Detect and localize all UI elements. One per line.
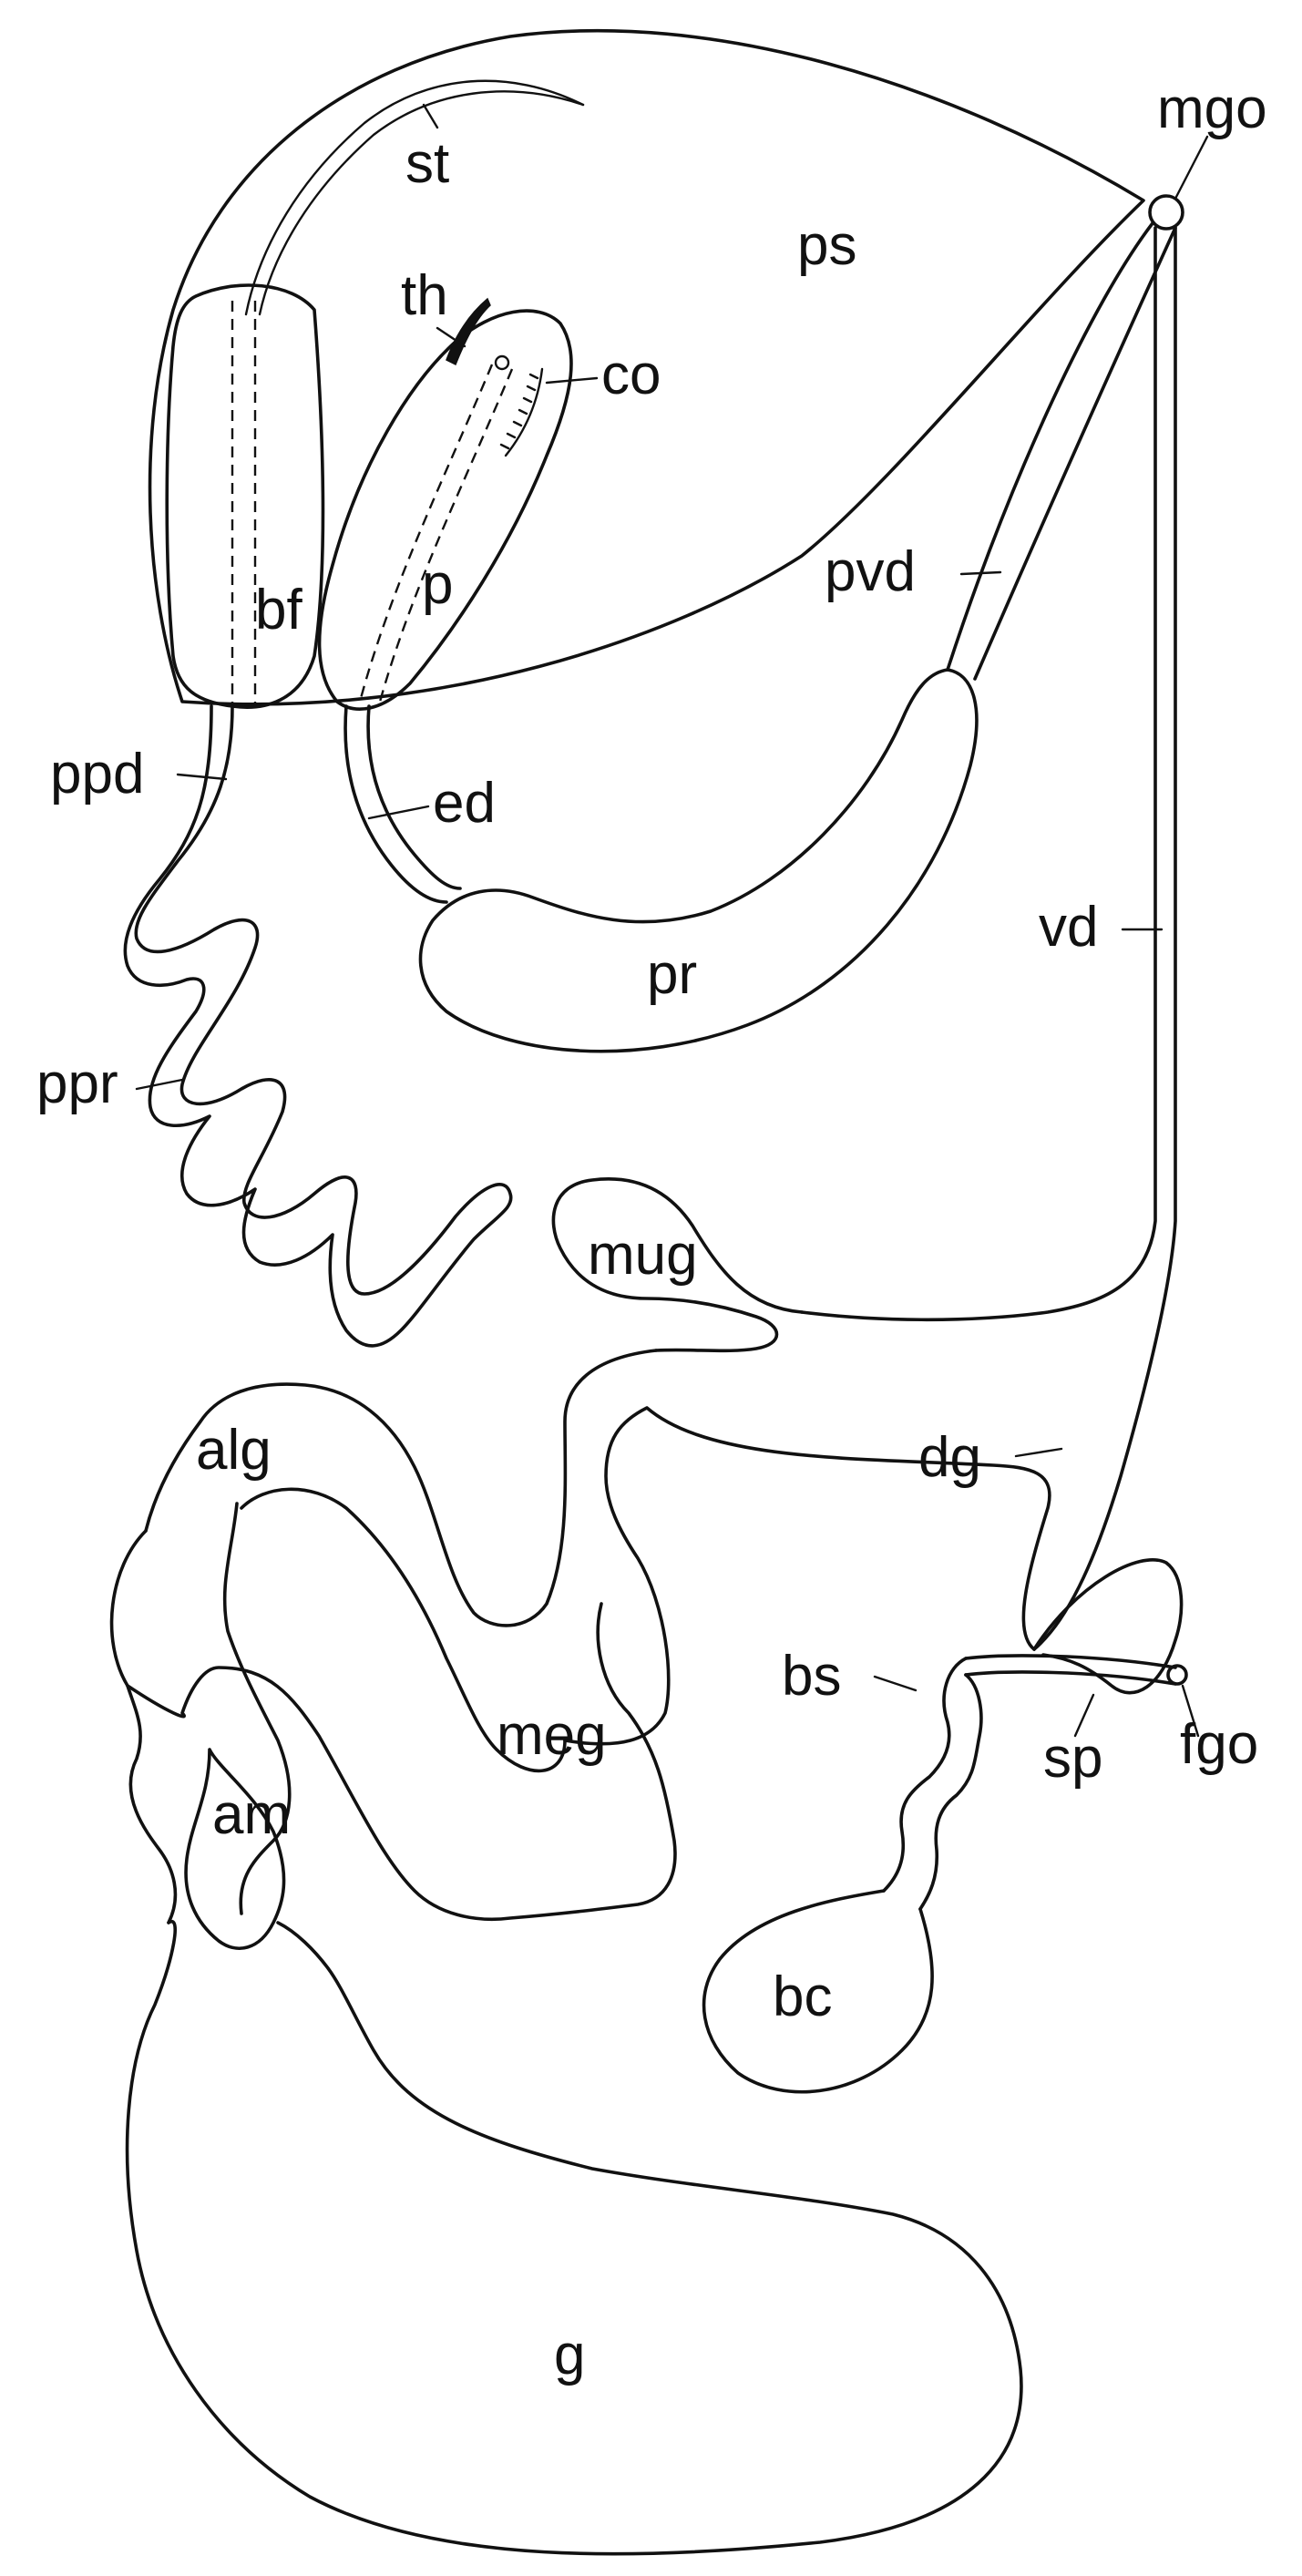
leader-mgo	[1174, 135, 1209, 200]
female-tube	[964, 1654, 1177, 1669]
bursa-stalk-left	[882, 1657, 968, 1893]
leader-bs	[873, 1675, 918, 1692]
ampulla-bulge	[184, 1748, 286, 1950]
leader-pvd	[959, 570, 1002, 576]
penis-sac	[317, 309, 573, 711]
female-genital-opening	[1166, 1664, 1188, 1686]
ejaculatory-duct	[343, 704, 448, 904]
label-st: st	[405, 132, 449, 195]
mucus-gland	[551, 1177, 804, 1353]
dg-tube	[563, 1406, 1051, 1746]
label-ed: ed	[433, 772, 496, 835]
leader-th	[436, 326, 466, 348]
label-co: co	[601, 344, 661, 406]
label-ppr: ppr	[36, 1052, 118, 1115]
penial-vas-deferens-b	[973, 226, 1177, 681]
leader-co	[545, 376, 599, 385]
label-meg: meg	[497, 1704, 607, 1767]
label-vd: vd	[1039, 896, 1098, 959]
hermaphroditic-tract	[144, 1349, 658, 1627]
penis-duct-dashed-b	[378, 368, 514, 703]
leader-ed	[367, 805, 430, 820]
vas-deferens-left	[800, 226, 1157, 1322]
label-bs: bs	[782, 1645, 841, 1708]
female-tube-b	[964, 1670, 1177, 1686]
copulatory-spines	[504, 367, 544, 457]
label-mgo: mgo	[1157, 77, 1267, 140]
ppd-and-ppr-tube	[123, 704, 513, 1348]
penial-sheath-outline	[148, 28, 1145, 706]
label-ps: ps	[797, 214, 856, 277]
label-pr: pr	[647, 943, 697, 1006]
label-g: g	[554, 2324, 585, 2386]
leader-dg	[1014, 1447, 1063, 1458]
ampulla	[222, 1502, 292, 1915]
label-th: th	[401, 264, 448, 327]
albumen-and-meg	[109, 1529, 677, 1922]
flagellum-sac	[165, 283, 325, 709]
leader-sp	[1073, 1693, 1095, 1738]
stylet-inner	[258, 90, 585, 316]
leader-ppr	[135, 1078, 184, 1091]
label-ppd: ppd	[50, 743, 144, 806]
label-p: p	[422, 553, 453, 616]
label-bf: bf	[255, 579, 302, 641]
label-mug: mug	[588, 1224, 698, 1287]
leader-ppd	[176, 773, 228, 781]
label-sp: sp	[1043, 1727, 1102, 1790]
penial-vas-deferens	[946, 221, 1154, 672]
label-dg: dg	[918, 1426, 981, 1489]
bursa-stalk-right	[918, 1673, 983, 1911]
label-alg: alg	[196, 1419, 272, 1482]
penis-duct-dashed-a	[358, 364, 494, 703]
label-bc: bc	[773, 1965, 832, 2028]
male-genital-opening	[1148, 194, 1184, 231]
label-am: am	[212, 1783, 291, 1846]
leader-st	[422, 103, 439, 129]
leader-fgo	[1181, 1684, 1200, 1738]
copulatory-spines-hatch	[499, 373, 539, 450]
thorn	[446, 297, 491, 366]
bursa-copulatrix	[702, 1889, 934, 2094]
label-fgo: fgo	[1180, 1713, 1258, 1776]
alg-inner	[240, 1487, 567, 1773]
label-pvd: pvd	[825, 540, 916, 603]
gonad	[125, 1919, 1023, 2556]
ampulla-tube	[126, 1684, 178, 1924]
stylet	[244, 79, 585, 316]
prostate	[418, 668, 979, 1053]
ejaculatory-duct-b	[366, 704, 462, 890]
penis-opening	[494, 354, 510, 371]
